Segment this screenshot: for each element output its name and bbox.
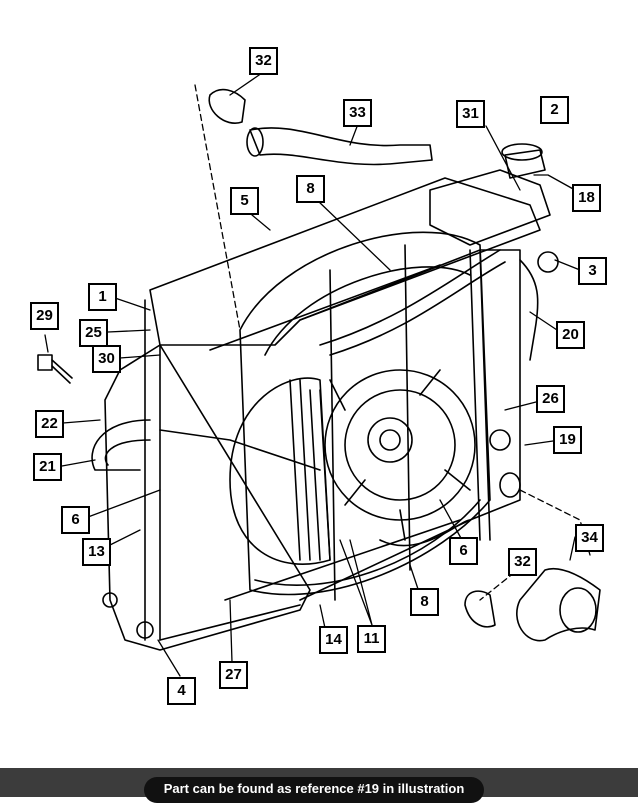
bolt bbox=[37, 354, 73, 384]
callout-6-left: 6 bbox=[61, 506, 90, 534]
lower-hose bbox=[464, 568, 601, 642]
callout-25: 25 bbox=[79, 319, 108, 347]
callout-14: 14 bbox=[319, 626, 348, 654]
cooling-system-diagram bbox=[37, 72, 601, 677]
callout-19: 19 bbox=[553, 426, 582, 454]
callout-1: 1 bbox=[88, 283, 117, 311]
sensor-19 bbox=[489, 251, 559, 498]
callout-21: 21 bbox=[33, 453, 62, 481]
callout-8-bottom: 8 bbox=[410, 588, 439, 616]
callout-20: 20 bbox=[556, 321, 585, 349]
callout-3: 3 bbox=[578, 257, 607, 285]
callout-32-bottom: 32 bbox=[508, 548, 537, 576]
coolant-reservoir bbox=[429, 143, 551, 246]
callout-31: 31 bbox=[456, 100, 485, 128]
callout-22: 22 bbox=[35, 410, 64, 438]
callout-34: 34 bbox=[575, 524, 604, 552]
callout-4: 4 bbox=[167, 677, 196, 705]
callout-11: 11 bbox=[357, 625, 386, 653]
callout-5: 5 bbox=[230, 187, 259, 215]
callout-13: 13 bbox=[82, 538, 111, 566]
callout-33: 33 bbox=[343, 99, 372, 127]
callout-30: 30 bbox=[92, 345, 121, 373]
callout-29: 29 bbox=[30, 302, 59, 330]
callout-27: 27 bbox=[219, 661, 248, 689]
callout-32-top: 32 bbox=[249, 47, 278, 75]
upper-hose bbox=[208, 88, 433, 166]
callout-8-top: 8 bbox=[296, 175, 325, 203]
callout-18: 18 bbox=[572, 184, 601, 212]
leader-lines bbox=[44, 72, 591, 677]
fan bbox=[324, 369, 476, 541]
callout-26: 26 bbox=[536, 385, 565, 413]
callout-2: 2 bbox=[540, 96, 569, 124]
hoses-and-lines bbox=[91, 249, 539, 561]
drain-fitting bbox=[102, 592, 154, 639]
reference-message: Part can be found as reference #19 in il… bbox=[144, 777, 484, 803]
callout-6-right: 6 bbox=[449, 537, 478, 565]
